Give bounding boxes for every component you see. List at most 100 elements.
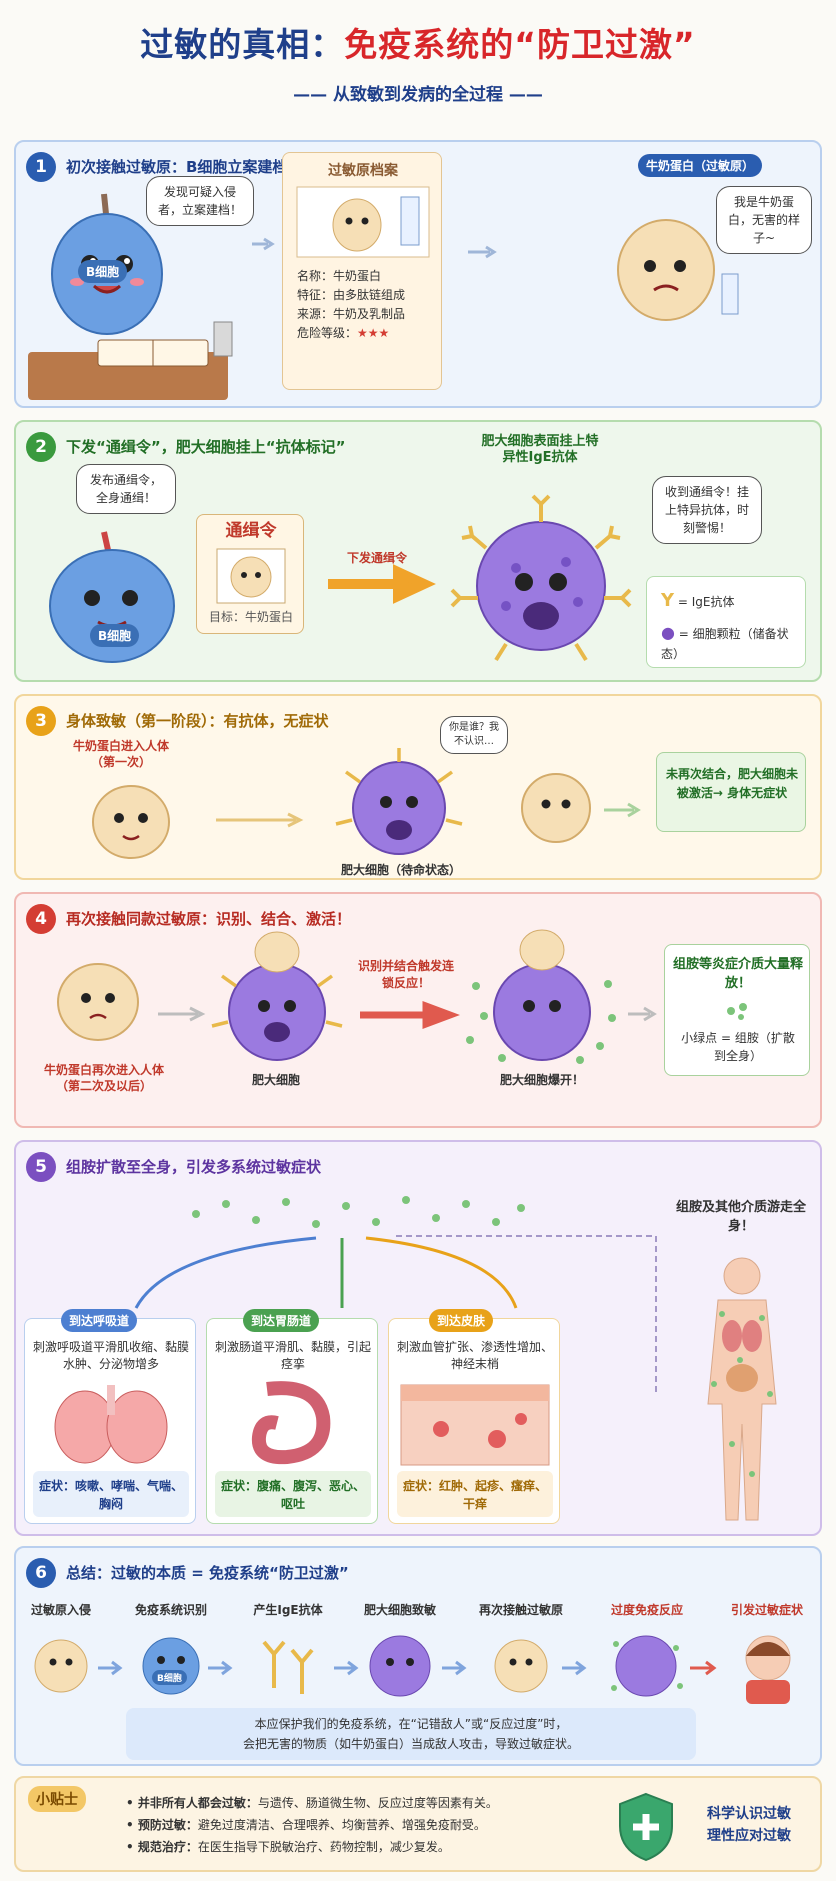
speech-bubble-allergen: 我是牛奶蛋白，无害的样子~ <box>716 186 812 254</box>
file-rows: 名称：牛奶蛋白 特征：由多肽链组成 来源：牛奶及乳制品 危险等级：★★★ <box>297 267 437 343</box>
milk-protein-character <box>521 773 591 843</box>
tip-item: • 规范治疗：在医生指导下脱敏治疗、药物控制，减少复发。 <box>126 1840 450 1854</box>
step-label: 过敏原入侵 <box>30 1603 91 1617</box>
step-label: 过度免疫反应 <box>610 1603 683 1617</box>
organ-symptom: 症状：腹痛、腹泻、恶心、呕吐 <box>221 1479 366 1511</box>
symptom-box <box>33 1471 189 1517</box>
arrow-icon <box>628 1006 657 1022</box>
section-2: 2 下发“通缉令”，肥大细胞挂上“抗体标记” 发布通缉令，全身通缉！ B细胞 通… <box>14 420 822 682</box>
step-label: 引发过敏症状 <box>730 1603 803 1617</box>
section-number: 4 <box>26 904 56 934</box>
summary-box <box>126 1708 696 1760</box>
milk-protein-character <box>57 963 139 1041</box>
organ-symptom: 症状：红肿、起疹、瘙痒、干痒 <box>403 1479 548 1511</box>
page-subtitle: —— 从致敏到发病的全过程 —— <box>293 85 543 105</box>
organ-card-respiratory: 到达呼吸道 刺激呼吸道平滑肌收缩、黏膜水肿、分泌物增多 症状：咳嗽、哮喘、气喘、… <box>24 1309 196 1524</box>
file-row: 来源：牛奶及乳制品 <box>297 307 406 321</box>
milk-protein-character <box>617 219 739 321</box>
organ-title: 到达皮肤 <box>429 1309 494 1332</box>
shield-icon <box>619 1792 673 1862</box>
spread-note: 组胺及其他介质游走全身！ <box>676 1200 807 1234</box>
section-title: 身体致敏（第一阶段）：有抗体，无症状 <box>66 712 329 730</box>
section-title: 下发“通缉令”，肥大细胞挂上“抗体标记” <box>66 438 346 456</box>
step-icons <box>34 1635 791 1704</box>
legend-ige: Y = IgE抗体 <box>661 590 735 611</box>
no-symptom-result: 未再次结合，肥大细胞未被激活→ 身体无症状 <box>656 752 806 832</box>
b-cell-badge: B细胞 <box>78 260 128 283</box>
organ-title: 到达胃肠道 <box>243 1309 320 1332</box>
mast-cell-with-ige <box>450 494 632 662</box>
notice-target: 目标：牛奶蛋白 <box>208 610 293 624</box>
arrow-icon <box>216 812 304 828</box>
desk-illustration <box>28 321 233 400</box>
skin-layer-icon <box>400 1384 550 1466</box>
header: 过敏的真相：免疫系统的“防卫过激” —— 从致敏到发病的全过程 —— <box>0 18 836 105</box>
human-body-icon <box>707 1257 777 1521</box>
lungs-icon <box>54 1385 168 1464</box>
step-label: 免疫系统识别 <box>134 1603 207 1617</box>
second-entry-label: 牛奶蛋白再次进入人体（第二次及以后） <box>43 1063 164 1093</box>
section-3: 3 身体致敏（第一阶段）：有抗体，无症状 牛奶蛋白进入人体（第一次） 你是谁？我… <box>14 694 822 880</box>
section-number: 1 <box>26 152 56 182</box>
issue-arrow-label: 下发通缉令 <box>346 551 407 565</box>
b-cell-badge: B细胞 <box>90 624 140 647</box>
arrow-icon <box>468 245 497 259</box>
granule-icon: ● <box>661 623 675 642</box>
release-title: 组胺等炎症介质大量释放！ <box>672 957 803 991</box>
arrow-icon <box>158 1006 206 1022</box>
arrow-icon <box>360 1000 460 1030</box>
allergen-chip: 牛奶蛋白（过敏原） <box>638 154 763 177</box>
speech-bubble-question: 你是谁？我不认识… <box>440 716 508 754</box>
file-title: 过敏原档案 <box>328 163 398 179</box>
speech-bubble-b-cell: 发布通缉令，全身通缉！ <box>76 464 176 514</box>
section-title: 再次接触同款过敏原：识别、结合、激活！ <box>66 910 352 928</box>
step-label: 产生IgE抗体 <box>253 1603 323 1617</box>
tip-item: • 预防过敏：避免过度清洁、合理喂养、均衡营养、增强免疫耐受。 <box>126 1818 486 1832</box>
burst-label: 肥大细胞爆开！ <box>499 1073 584 1087</box>
notice-image <box>216 548 286 604</box>
arrow-icon <box>328 564 436 604</box>
mast-cell-waiting <box>335 748 463 855</box>
ige-antibody-icon: Y <box>661 590 675 611</box>
trigger-arrow-label: 识别并结合触发连锁反应！ <box>357 959 454 990</box>
release-result: 组胺等炎症介质大量释放！ 小绿点 = 组胺（扩散到全身） <box>664 944 810 1076</box>
section-4: 4 再次接触同款过敏原：识别、结合、激活！ 牛奶蛋白再次进入人体（第二次及以后）… <box>14 892 822 1128</box>
milk-protein-character <box>92 785 170 859</box>
legend-granule: ● = 细胞颗粒（储备状态） <box>661 623 789 661</box>
step-label: 肥大细胞致敏 <box>363 1603 436 1617</box>
organ-desc: 刺激血管扩张、渗透性增加、神经末梢 <box>397 1340 554 1371</box>
section-number: 6 <box>26 1558 56 1588</box>
milk-allergen-image <box>296 186 430 258</box>
section-5: 5 组胺扩散至全身，引发多系统过敏症状 到达呼吸道 刺激呼吸道平滑肌收缩、黏膜水… <box>14 1140 822 1536</box>
b-cell-badge: B细胞 <box>152 1670 187 1685</box>
slogan-line-1: 科学认识过敏 <box>707 1806 791 1822</box>
legend-card: Y = IgE抗体 ● = 细胞颗粒（储备状态） <box>646 576 806 668</box>
mast-cell-binding <box>211 931 343 1061</box>
organ-card-skin: 到达皮肤 刺激血管扩张、渗透性增加、神经末梢 症状：红肿、起疹、瘙痒、干痒 <box>388 1309 560 1524</box>
organ-title: 到达呼吸道 <box>61 1309 138 1332</box>
tip-item: • 并非所有人都会过敏：与遗传、肠道微生物、反应过度等因素有关。 <box>126 1796 498 1810</box>
histamine-dots-icon <box>727 1003 747 1020</box>
section-number: 2 <box>26 432 56 462</box>
wanted-notice: 通缉令 目标：牛奶蛋白 <box>196 514 304 634</box>
histamine-note: 小绿点 = 组胺（扩散到全身） <box>681 1031 795 1063</box>
mast-cell-burst <box>466 929 616 1064</box>
section-1: 1 初次接触过敏原：B细胞立案建档 B细胞 发现可疑入侵者，立案建档！ 过敏原档… <box>14 140 822 408</box>
allergen-file-card: 过敏原档案 名称：牛奶蛋白 特征：由多肽链组成 来源：牛奶及乳制品 危险等级：★… <box>282 152 442 390</box>
organ-card-digestive: 到达胃肠道 刺激肠道平滑肌、黏膜，引起痉挛 症状：腹痛、腹泻、恶心、呕吐 <box>206 1309 378 1524</box>
organ-desc: 刺激肠道平滑肌、黏膜，引起痉挛 <box>215 1340 372 1371</box>
section-6: 6 总结：过敏的本质 = 免疫系统“防卫过激” 过敏原入侵 免疫系统识别 产生I… <box>14 1546 822 1766</box>
stomach-icon <box>251 1381 331 1465</box>
arrow-icon <box>604 802 641 818</box>
mast-waiting-label: 肥大细胞（待命状态） <box>340 863 461 877</box>
tips-list: • 并非所有人都会过敏：与遗传、肠道微生物、反应过度等因素有关。 • 预防过敏：… <box>126 1792 596 1858</box>
symptom-box <box>215 1471 371 1517</box>
speech-bubble-mast-cell: 收到通缉令！挂上特异抗体，时刻警惕！ <box>652 476 762 544</box>
arrow-icon <box>252 237 275 251</box>
file-row: 危险等级：★★★ <box>297 326 390 340</box>
tips-title: 小贴士 <box>28 1786 86 1812</box>
spread-arrows <box>134 1235 657 1392</box>
section-title: 组胺扩散至全身，引发多系统过敏症状 <box>66 1158 322 1176</box>
section-number: 5 <box>26 1152 56 1182</box>
